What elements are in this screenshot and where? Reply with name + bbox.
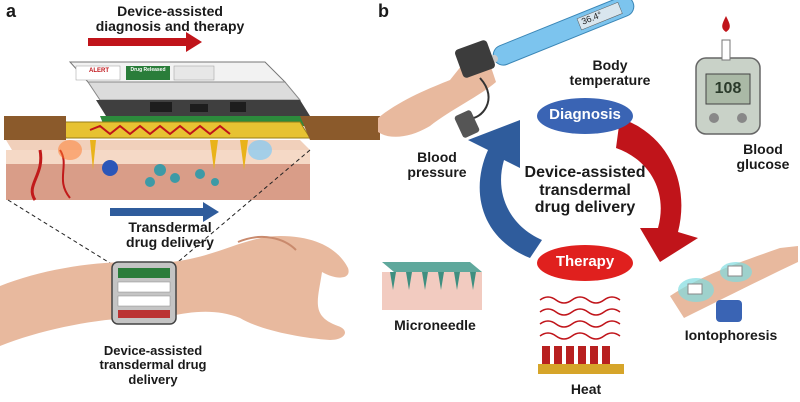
diagnosis-ellipse — [537, 98, 633, 134]
heat-waves — [539, 296, 621, 340]
panel-b-illustration — [378, 0, 798, 374]
microneedle-patch — [382, 262, 482, 310]
body-temperature-label: Body temperature — [560, 57, 660, 89]
center-title-line1: Device-assisted — [524, 164, 646, 181]
blood-glucose-label: Blood glucose — [728, 141, 798, 173]
diagnosis-label: Diagnosis — [549, 106, 621, 123]
center-title-line2: transdermal — [539, 181, 631, 199]
zoom-line-left — [7, 199, 119, 269]
center-title-line3: drug delivery — [534, 199, 636, 217]
glucose-meter-icon — [695, 16, 761, 135]
diagnosis-therapy-label-line2: diagnosis and therapy — [95, 18, 245, 35]
wrist-device — [111, 261, 177, 325]
center-title: Device-assisted transdermal drug deliver… — [515, 164, 655, 217]
blood-pressure-arm — [378, 40, 496, 138]
iontophoresis-label: Iontophoresis — [684, 327, 778, 343]
body-temperature-label-line2: temperature — [569, 72, 651, 89]
red-direction-arrow — [88, 32, 202, 52]
cycle-arrow-red — [616, 118, 698, 262]
body-temperature-label-line1: Body — [592, 57, 628, 73]
wrist-device-label-line1: Device-assisted — [103, 343, 203, 358]
wrist-device-label-line3: delivery — [128, 371, 178, 387]
band-left-end — [4, 116, 66, 140]
heater-plate — [538, 346, 624, 374]
screen-alert-text: ALERT — [89, 68, 109, 74]
therapy-label: Therapy — [555, 253, 615, 270]
panel-a-illustration — [0, 32, 380, 346]
blue-direction-arrow — [110, 202, 219, 222]
transdermal-delivery-label-line2: drug delivery — [126, 234, 214, 251]
panel-a-letter: a — [6, 1, 17, 21]
device-layer-stack — [68, 61, 312, 126]
panel-b-letter: b — [378, 1, 389, 21]
cycle-arrow-blue — [468, 120, 542, 258]
glucose-readout: 108 — [714, 80, 742, 97]
blood-pressure-label-line2: pressure — [407, 164, 467, 181]
diagnosis-therapy-label: Device-assisted diagnosis and therapy — [70, 3, 270, 35]
band-right-end — [300, 116, 380, 140]
microneedle-label: Microneedle — [394, 317, 476, 333]
diagnosis-therapy-label-line1: Device-assisted — [117, 3, 223, 19]
blood-pressure-label: Blood pressure — [402, 149, 472, 181]
skin-block — [6, 140, 310, 201]
heater-wire — [89, 124, 231, 136]
blood-pressure-label-line1: Blood — [417, 149, 457, 165]
blood-glucose-label-line2: glucose — [736, 156, 790, 173]
transdermal-delivery-label: Transdermal drug delivery — [110, 219, 230, 251]
therapy-ellipse — [537, 245, 633, 281]
wrist-device-label-line2: transdermal drug — [99, 357, 207, 373]
heat-label: Heat — [570, 381, 602, 397]
transdermal-delivery-label-line1: Transdermal — [128, 219, 212, 235]
blood-glucose-label-line1: Blood — [743, 141, 783, 157]
wrist-device-label: Device-assisted transdermal drug deliver… — [78, 343, 228, 387]
iontophoresis-arm — [670, 246, 798, 322]
screen-drug-released-text: Drug Released — [130, 67, 166, 73]
zoom-line-right — [177, 149, 311, 263]
